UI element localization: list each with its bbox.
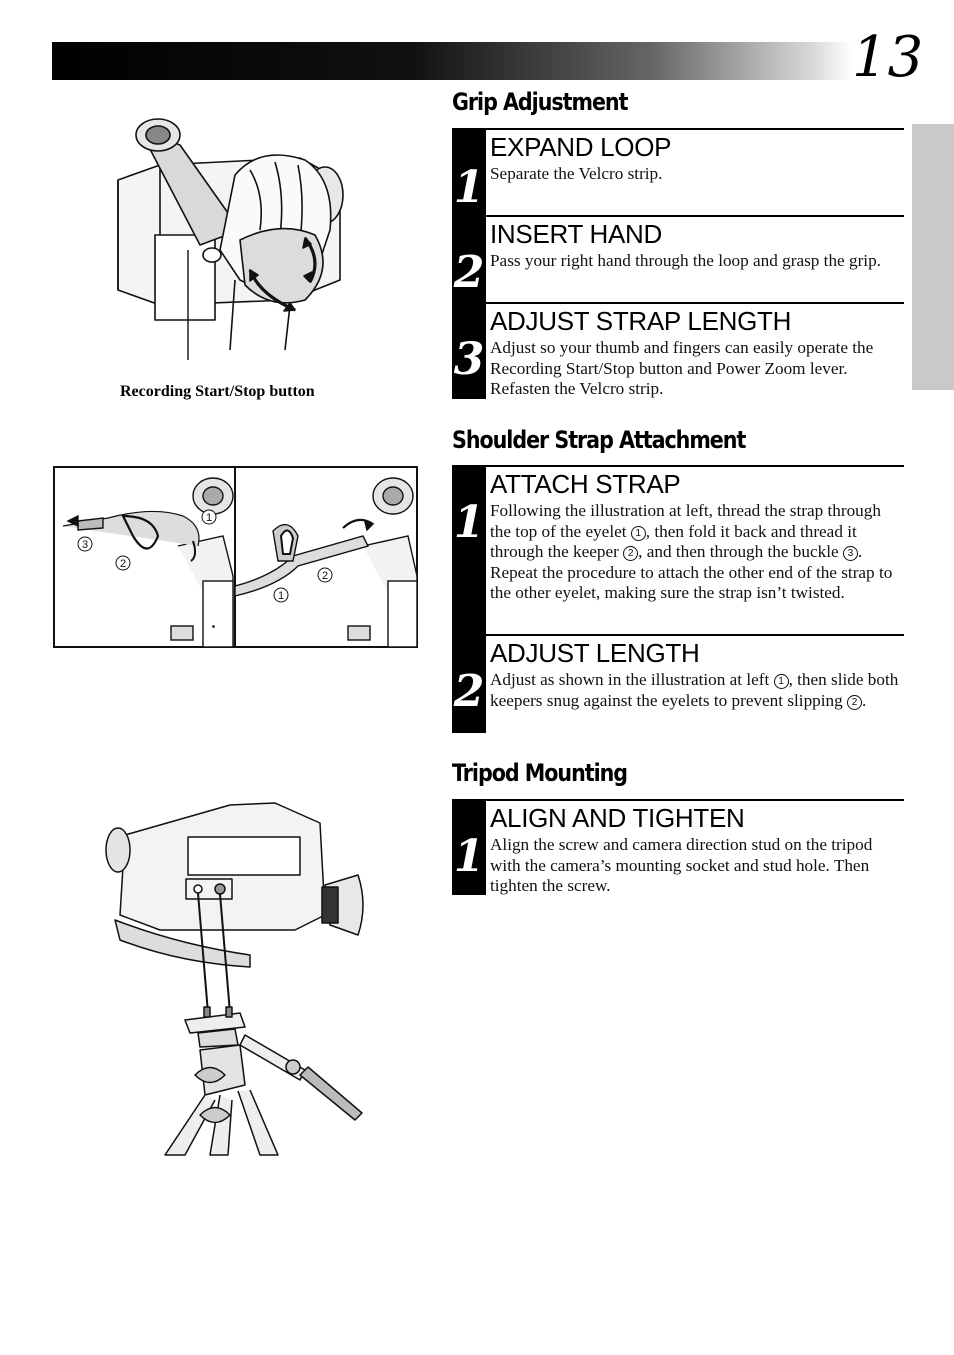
step-title: ATTACH STRAP (490, 469, 681, 499)
step-title: INSERT HAND (490, 219, 662, 249)
tripod-camera-illustration (105, 802, 364, 1156)
step-number-block: 1 (452, 128, 486, 216)
figure-caption-record-button: Recording Start/Stop button (120, 383, 315, 400)
step-text: Following the illustration at left, thre… (490, 501, 900, 604)
step-rule (486, 465, 904, 467)
step-number: 2 (453, 666, 485, 717)
callout-label: 1 (278, 590, 284, 602)
step-rule (486, 215, 904, 217)
callout-marker: 2 (847, 694, 863, 710)
step-text: Align the screw and camera direction stu… (490, 835, 873, 896)
step-number-block: 2 (452, 215, 486, 303)
step-number: 1 (453, 497, 485, 548)
text-part: , and then through the buckle (638, 542, 843, 562)
step-number: 3 (453, 334, 485, 385)
text-part: , then fold it back and thread it throug… (490, 521, 857, 562)
header-gradient-bar (52, 42, 852, 80)
callout-label: 2 (120, 558, 126, 570)
step-title: EXPAND LOOP (490, 132, 672, 162)
step-number-block: 3 (452, 302, 486, 399)
section-title-grip: Grip Adjustment (452, 88, 628, 116)
step-number: 2 (453, 247, 485, 298)
text-part: Following the illustration at left, thre… (490, 501, 881, 541)
step-number: 1 (453, 162, 485, 213)
callout-label: 2 (322, 570, 328, 582)
text-part: . Repeat the procedure to attach the oth… (490, 542, 893, 603)
step-title: ADJUST STRAP LENGTH (490, 306, 792, 336)
step-number: 1 (453, 831, 485, 882)
step-rule (486, 302, 904, 304)
callout-marker: 2 (623, 546, 639, 562)
step-number-block: 1 (452, 465, 486, 634)
side-index-tab (912, 124, 954, 390)
section-title-tripod: Tripod Mounting (452, 759, 628, 787)
step-text: Separate the Velcro strip. (490, 164, 663, 183)
page-number: 13 (852, 25, 924, 90)
step-text: Adjust so your thumb and fingers can eas… (490, 338, 874, 399)
step-text: Pass your right hand through the loop an… (490, 251, 881, 270)
strap-illustration: 1 2 3 2 1 (53, 466, 418, 648)
step-rule (486, 799, 904, 801)
section-title-shoulder: Shoulder Strap Attachment (452, 426, 746, 454)
text-part: Adjust as shown in the illustration at l… (490, 670, 774, 689)
step-title: ALIGN AND TIGHTEN (490, 803, 745, 833)
text-part: , then slide both keepers snug against t… (490, 670, 899, 710)
callout-marker: 1 (630, 525, 646, 541)
callout-label: 3 (82, 539, 88, 551)
grip-step-3: 3 ADJUST STRAP LENGTH Adjust so your thu… (452, 302, 904, 399)
step-title: ADJUST LENGTH (490, 638, 700, 668)
shoulder-step-2: 2 ADJUST LENGTH Adjust as shown in the i… (452, 634, 904, 733)
text-part: . (862, 690, 867, 710)
step-text: Adjust as shown in the illustration at l… (490, 670, 900, 711)
step-rule (486, 128, 904, 130)
step-rule (486, 634, 904, 636)
tripod-step-1: 1 ALIGN AND TIGHTEN Align the screw and … (452, 799, 904, 895)
shoulder-step-1: 1 ATTACH STRAP Following the illustratio… (452, 465, 904, 634)
grip-camera-illustration (117, 118, 344, 360)
grip-step-2: 2 INSERT HAND Pass your right hand throu… (452, 215, 904, 303)
callout-marker: 3 (842, 546, 858, 562)
step-number-block: 1 (452, 799, 486, 895)
callout-marker: 1 (773, 674, 789, 689)
callout-label: 1 (206, 512, 212, 524)
step-number-block: 2 (452, 634, 486, 733)
grip-step-1: 1 EXPAND LOOP Separate the Velcro strip. (452, 128, 904, 216)
